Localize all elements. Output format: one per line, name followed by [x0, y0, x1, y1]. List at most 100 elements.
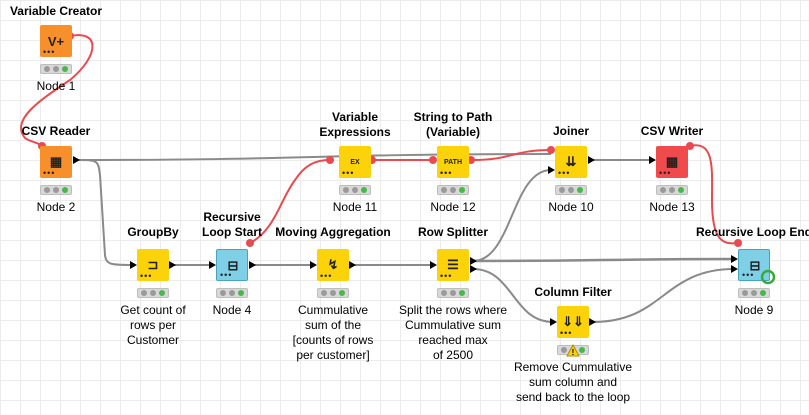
- data-port[interactable]: [209, 261, 216, 269]
- configure-dots-icon: •••: [43, 47, 56, 57]
- edge-colfilter-n9[interactable]: [592, 268, 735, 323]
- node-title[interactable]: CSV Reader: [21, 124, 91, 138]
- flow-variable-port[interactable]: [246, 239, 254, 247]
- flow-n12-n10[interactable]: [472, 149, 552, 161]
- status-traffic-light: [40, 185, 72, 195]
- node-annotation[interactable]: Split the rows where Cummulative sum rea…: [398, 303, 508, 362]
- edge-rowsplit-colfilter[interactable]: [472, 268, 554, 323]
- node-annotation[interactable]: Node 10: [548, 200, 594, 214]
- edge-rowsplit-n10[interactable]: [472, 169, 552, 262]
- warning-icon: !: [566, 343, 580, 358]
- loop-end-icon[interactable]: ⊟•••: [738, 249, 770, 281]
- data-port[interactable]: [470, 257, 477, 265]
- configure-dots-icon: •••: [320, 271, 333, 281]
- status-traffic-light: [137, 288, 169, 298]
- variable-creator-icon[interactable]: V+•••: [40, 25, 72, 57]
- loop-arrow-icon: [760, 269, 776, 285]
- data-port[interactable]: [73, 156, 80, 164]
- data-port[interactable]: [589, 318, 596, 326]
- flow-n1-n2[interactable]: [20, 34, 94, 147]
- status-traffic-light: [216, 288, 248, 298]
- loop-start-icon[interactable]: ⊟•••: [216, 249, 248, 281]
- data-port[interactable]: [169, 261, 176, 269]
- variable-expressions-icon[interactable]: EX•••: [339, 146, 371, 178]
- variable-creator-icon-glyph: V+: [47, 33, 65, 49]
- node-title[interactable]: Recursive Loop End: [695, 225, 809, 239]
- joiner-icon[interactable]: ⇊•••: [555, 146, 587, 178]
- configure-dots-icon: •••: [440, 168, 453, 178]
- data-port[interactable]: [731, 265, 738, 273]
- node-annotation[interactable]: Node 1: [36, 79, 76, 93]
- data-port[interactable]: [470, 265, 477, 273]
- node-annotation[interactable]: Get count of rows per Customer: [120, 303, 186, 347]
- flow-n4-n11[interactable]: [249, 159, 331, 244]
- configure-dots-icon: •••: [742, 270, 755, 280]
- status-traffic-light: [317, 288, 349, 298]
- node-title[interactable]: Variable Creator: [9, 4, 103, 18]
- row-splitter-icon[interactable]: ☰•••: [437, 249, 469, 281]
- row-splitter-icon-glyph: ☰: [447, 257, 459, 272]
- flow-variable-port[interactable]: [734, 239, 742, 247]
- status-traffic-light: [656, 185, 688, 195]
- node-title[interactable]: Moving Aggregation: [275, 225, 391, 239]
- flow-variable-port[interactable]: [429, 156, 437, 164]
- data-port[interactable]: [550, 318, 557, 326]
- data-port[interactable]: [249, 261, 256, 269]
- groupby-icon[interactable]: ⊐•••: [137, 249, 169, 281]
- string-to-path-icon[interactable]: PATH•••: [437, 146, 469, 178]
- node-title[interactable]: Recursive Loop Start: [202, 210, 262, 239]
- status-traffic-light: [339, 185, 371, 195]
- node-annotation[interactable]: Node 9: [734, 303, 774, 317]
- flow-variable-port[interactable]: [326, 156, 334, 164]
- node-title[interactable]: Joiner: [552, 124, 589, 138]
- status-traffic-light: [437, 288, 469, 298]
- variable-expressions-icon-glyph: EX: [350, 158, 360, 166]
- loop-end-icon-glyph: ⊟: [749, 258, 761, 273]
- configure-dots-icon: •••: [659, 168, 672, 178]
- data-port[interactable]: [548, 166, 555, 174]
- data-port[interactable]: [310, 261, 317, 269]
- status-traffic-light: [555, 185, 587, 195]
- data-port[interactable]: [649, 156, 656, 164]
- node-title[interactable]: String to Path (Variable): [413, 110, 493, 139]
- node-annotation[interactable]: Node 4: [212, 303, 252, 317]
- loop-start-icon-glyph: ⊟: [227, 258, 239, 273]
- configure-dots-icon: •••: [140, 271, 153, 281]
- data-port[interactable]: [349, 261, 356, 269]
- flow-variable-port[interactable]: [547, 146, 555, 154]
- node-annotation[interactable]: Node 2: [36, 200, 76, 214]
- data-port[interactable]: [130, 261, 137, 269]
- node-title[interactable]: Column Filter: [534, 285, 612, 299]
- data-port[interactable]: [430, 261, 437, 269]
- status-traffic-light: [738, 288, 770, 298]
- edge-n2-groupby[interactable]: [75, 159, 134, 266]
- data-port[interactable]: [588, 156, 595, 164]
- node-title[interactable]: GroupBy: [127, 225, 179, 239]
- csv-reader-icon[interactable]: ▦•••: [40, 146, 72, 178]
- node-title[interactable]: Row Splitter: [417, 225, 488, 239]
- configure-dots-icon: •••: [43, 168, 56, 178]
- node-annotation[interactable]: Node 13: [649, 200, 695, 214]
- node-annotation[interactable]: Cummulative sum of the [counts of rows p…: [292, 303, 374, 362]
- flow-n13-n9[interactable]: [689, 144, 739, 245]
- flow-variable-port[interactable]: [686, 142, 694, 150]
- status-traffic-light: [437, 185, 469, 195]
- node-annotation[interactable]: Node 12: [430, 200, 476, 214]
- data-port[interactable]: [731, 255, 738, 263]
- csv-writer-icon[interactable]: ▦•••: [656, 146, 688, 178]
- moving-aggregation-icon[interactable]: ↯•••: [317, 249, 349, 281]
- column-filter-icon[interactable]: ⇓⇓•••: [557, 306, 589, 338]
- svg-text:!: !: [572, 348, 575, 357]
- configure-dots-icon: •••: [220, 270, 233, 280]
- column-filter-icon-glyph: ⇓⇓: [562, 314, 584, 329]
- flow-variable-port[interactable]: [467, 156, 475, 164]
- node-title[interactable]: CSV Writer: [640, 124, 704, 138]
- configure-dots-icon: •••: [560, 328, 573, 338]
- joiner-icon-glyph: ⇊: [565, 154, 577, 169]
- node-annotation[interactable]: Remove Cummulative sum column and send b…: [513, 360, 633, 404]
- node-title[interactable]: Variable Expressions: [319, 110, 391, 139]
- node-annotation[interactable]: Node 11: [332, 200, 378, 214]
- configure-dots-icon: •••: [440, 271, 453, 281]
- edge-rowsplit-n9[interactable]: [472, 257, 735, 263]
